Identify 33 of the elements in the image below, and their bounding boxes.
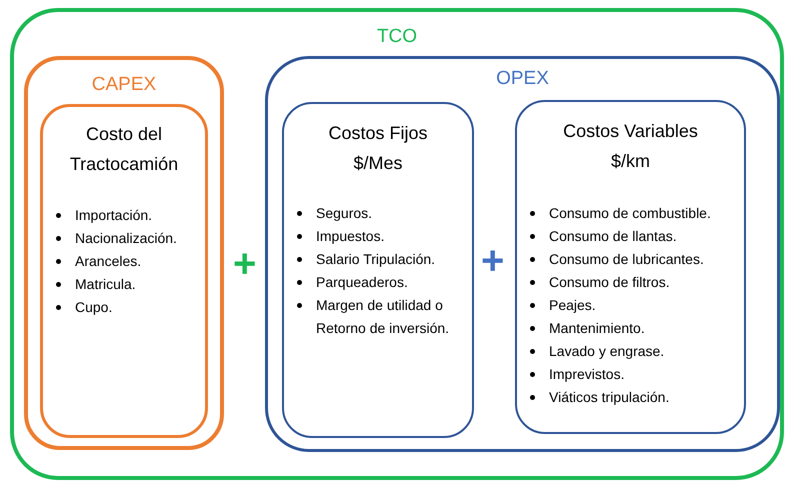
group-title: CAPEX xyxy=(92,74,156,96)
card-heading: Costos Variables $/km xyxy=(562,120,699,173)
list-item: Consumo de lubricantes. xyxy=(549,251,704,267)
list-item: Viáticos tripulación. xyxy=(549,389,670,405)
list-item: Matricula. xyxy=(75,276,136,292)
group-frame xyxy=(10,8,784,480)
list-item: Seguros. xyxy=(316,205,372,221)
group-frame xyxy=(265,56,780,452)
list-item: Consumo de filtros. xyxy=(549,274,670,290)
group-title: OPEX xyxy=(496,68,549,90)
list-item: Aranceles. xyxy=(75,253,142,269)
cost-card xyxy=(515,100,746,434)
group-title: TCO xyxy=(376,26,418,48)
plus-sign: + xyxy=(481,241,504,281)
list-item: Nacionalización. xyxy=(75,230,177,246)
group-frame xyxy=(24,56,224,450)
list-item: Cupo. xyxy=(75,299,112,315)
list-item: Margen de utilidad o Retorno de inversión. xyxy=(316,297,450,336)
list-item: Lavado y engrase. xyxy=(549,343,664,359)
list-item: Salario Tripulación. xyxy=(316,251,436,267)
list-item: Mantenimiento. xyxy=(549,320,645,336)
list-item: Consumo de combustible. xyxy=(549,205,711,221)
list-item: Parqueaderos. xyxy=(316,274,408,290)
plus-sign: + xyxy=(233,244,256,284)
card-heading: Costos Fijos $/Mes xyxy=(327,122,429,175)
list-item: Impuestos. xyxy=(316,228,384,244)
cost-card xyxy=(282,102,474,438)
card-heading: Costo del Tractocamión xyxy=(68,123,180,176)
list-item: Peajes. xyxy=(549,297,596,313)
cost-card xyxy=(40,104,208,438)
list-item: Consumo de llantas. xyxy=(549,228,677,244)
list-item: Imprevistos. xyxy=(549,366,624,382)
list-item: Importación. xyxy=(75,207,152,223)
